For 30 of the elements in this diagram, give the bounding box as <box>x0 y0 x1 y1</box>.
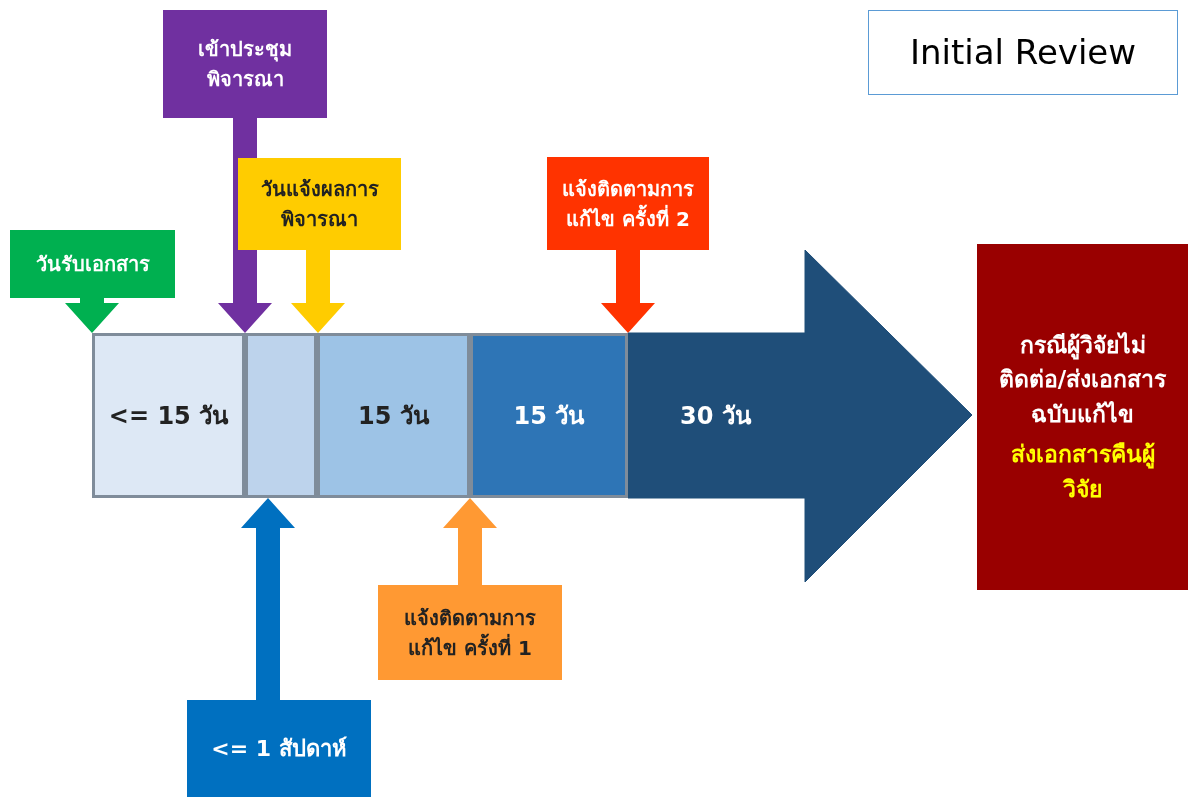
duration-label: 30 วัน <box>680 401 751 432</box>
duration-label: 15 วัน <box>513 400 585 432</box>
callout-box <box>547 157 709 250</box>
callout-label: กรณีผู้วิจัยไม่ติดต่อ/ส่งเอกสารฉบับแก้ไข <box>997 330 1168 429</box>
callout-label: แจ้งติดตามการแก้ไข ครั้งที่ 1 <box>403 604 537 662</box>
duration-label: <= 15 วัน <box>108 400 229 432</box>
block-arrow <box>443 498 497 585</box>
timeline-segment <box>245 333 317 498</box>
callout-label: วันรับเอกสาร <box>35 251 150 278</box>
callout-box <box>187 700 371 797</box>
block-arrow <box>241 498 295 700</box>
callout-label: วันแจ้งผลการพิจารณา <box>259 176 380 233</box>
timeline-segment <box>92 333 245 498</box>
block-arrow <box>601 250 655 333</box>
callout-label: แจ้งติดตามการแก้ไข ครั้งที่ 2 <box>561 175 695 233</box>
callout-label: เข้าประชุมพิจารณา <box>197 36 293 93</box>
callout-box <box>378 585 562 680</box>
timeline-segment <box>317 333 470 498</box>
title: Initial Review <box>909 31 1137 74</box>
timeline-segment <box>470 333 628 498</box>
block-arrow <box>291 250 345 333</box>
callout-label: <= 1 สัปดาห์ <box>211 735 347 763</box>
callout-box <box>10 230 175 298</box>
block-arrow <box>65 298 119 333</box>
callout-box <box>163 10 327 118</box>
callout-label: ส่งเอกสารคืนผู้วิจัย <box>1009 440 1156 504</box>
note-box <box>977 244 1188 590</box>
title-box <box>868 10 1178 95</box>
callout-box <box>238 158 401 250</box>
duration-label: 15 วัน <box>358 400 429 432</box>
